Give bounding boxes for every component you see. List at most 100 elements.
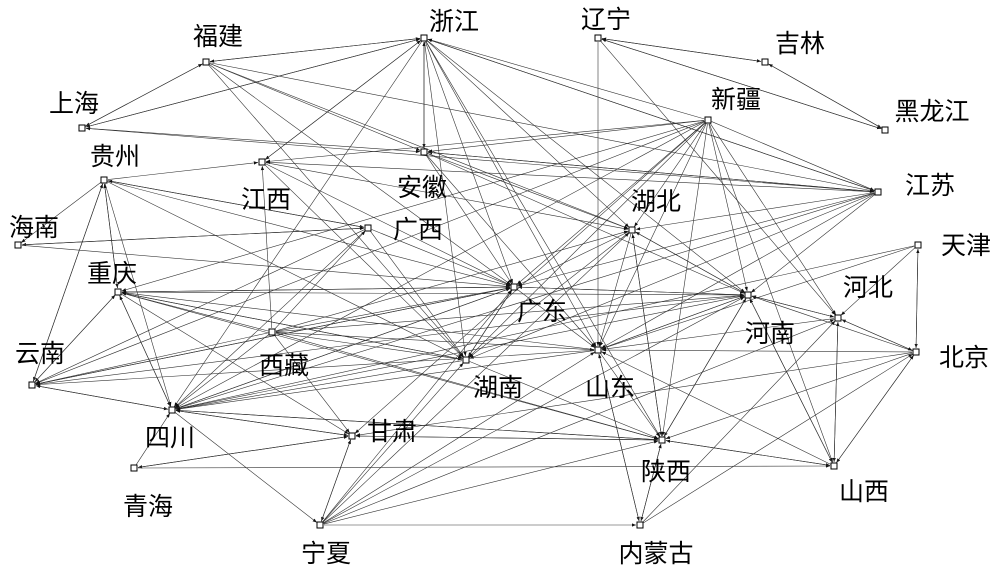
edge-jiangsu-shandong [601, 193, 875, 349]
node-qinghai: 青海 [123, 464, 173, 521]
edge-hunan-guangdong [467, 290, 513, 357]
node-marker [594, 34, 602, 42]
edge-guizhou-hunan [107, 181, 463, 359]
edge-fujian-jiangsu [209, 62, 875, 193]
node-marker [594, 346, 602, 354]
edge-xizang-jiangxi [260, 165, 273, 329]
node-marker [348, 432, 356, 440]
node-anhui: 安徽 [397, 148, 447, 202]
node-label: 安徽 [397, 173, 447, 202]
node-marker [100, 176, 108, 184]
edge-xinjiang-anhui [427, 120, 705, 153]
edge-shaanxi-hubei [631, 233, 662, 437]
edge-beijing-shandong [601, 348, 913, 353]
edge-xizang-sichuan [174, 334, 270, 408]
edge-qinghai-shanxi [137, 464, 831, 469]
node-marker [420, 34, 428, 42]
edge-shanghai-fujian [85, 63, 203, 127]
edge-xizang-hunan [275, 332, 463, 361]
node-hubei: 湖北 [628, 187, 681, 234]
edge-neimenggu-shandong [598, 353, 640, 522]
edge-henan-hubei [635, 231, 745, 294]
edge-henan-hebei [751, 295, 835, 318]
edge-xizang-henan [275, 293, 745, 332]
node-marker [420, 148, 428, 156]
edge-xizang-guangxi [274, 230, 366, 330]
node-xinjiang: 新疆 [704, 85, 761, 124]
edge-shanxi-hebei [833, 321, 840, 463]
edge-ningxia-hunan [322, 362, 464, 523]
node-marker [912, 348, 920, 356]
edge-hubei-guangdong [517, 231, 629, 286]
edge-ningxia-hebei [323, 319, 835, 524]
edge-ningxia-gansu [321, 439, 351, 522]
node-label: 内蒙古 [618, 539, 693, 568]
edge-shandong-sichuan [175, 350, 595, 411]
edge-hainan-guangxi [21, 226, 365, 246]
edge-yunnan-chongqing [34, 294, 116, 383]
edge-chongqing-shaanxi [121, 292, 659, 440]
edge-hubei-shandong [598, 233, 632, 347]
edge-chongqing-gansu [121, 293, 349, 435]
node-marker [704, 116, 712, 124]
node-marker [830, 462, 838, 470]
edge-xinjiang-shandong [599, 123, 707, 347]
edge-anhui-henan [427, 153, 745, 294]
edge-xinjiang-yunnan [35, 121, 705, 384]
edge-ningxia-shandong [323, 351, 595, 524]
edge-jiangxi-guangdong [265, 163, 511, 286]
node-shanghai: 上海 [49, 89, 99, 132]
edge-xinjiang-hunan [468, 122, 706, 358]
edge-xinjiang-zhejiang [427, 38, 705, 120]
edge-jiangsu-guangdong [517, 192, 875, 287]
node-sichuan: 四川 [145, 406, 195, 452]
node-marker [510, 283, 518, 291]
edge-shanghai-anhui [85, 127, 421, 154]
node-label: 四川 [145, 423, 195, 452]
edge-shanxi-henan [749, 298, 833, 463]
edge-henan-chongqing [121, 290, 745, 296]
edge-yunnan-guizhou [33, 183, 103, 382]
node-hainan: 海南 [9, 213, 59, 249]
edge-tianjin-sichuan [175, 245, 915, 410]
node-label: 云南 [15, 339, 65, 368]
edge-xinjiang-shaanxi [661, 123, 708, 437]
node-label: 西藏 [259, 351, 309, 380]
edge-beijing-tianjin [915, 248, 920, 349]
node-label: 青海 [123, 492, 173, 521]
node-label: 宁夏 [301, 539, 351, 568]
edge-jiangxi-hunan [264, 164, 464, 358]
edge-neimenggu-hebei [642, 320, 836, 523]
edge-shanghai-zhejiang [85, 38, 421, 128]
edge-xinjiang-gansu [354, 122, 706, 434]
node-jiangxi: 江西 [241, 158, 291, 214]
edge-anhui-guangdong [425, 155, 513, 284]
edge-shaanxi-gansu [355, 434, 659, 441]
node-label: 海南 [9, 213, 59, 242]
edge-zhejiang-fujian [209, 38, 421, 63]
edge-heilongjiang-liaoning [601, 38, 882, 130]
edge-xizang-shandong [275, 331, 595, 352]
node-heilongjiang: 黑龙江 [881, 97, 970, 134]
node-label: 广东 [517, 297, 567, 326]
edge-guangxi-guangdong [371, 229, 511, 286]
edge-shandong-henan [601, 296, 745, 349]
node-marker [914, 241, 922, 249]
edge-hainan-guangdong [21, 245, 511, 288]
node-shandong: 山东 [585, 346, 635, 402]
node-neimenggu: 内蒙古 [618, 521, 694, 568]
node-gansu: 甘肃 [348, 417, 417, 446]
edge-xizang-yunnan [35, 332, 269, 385]
edge-jilin-liaoning [601, 37, 762, 62]
node-label: 山东 [585, 373, 635, 402]
edge-xinjiang-hebei [709, 123, 837, 315]
edge-xizang-hubei [275, 230, 629, 332]
node-guangdong: 广东 [510, 283, 567, 326]
edge-shandong-yunnan [35, 349, 595, 387]
node-fujian: 福建 [193, 22, 243, 66]
edge-jiangsu-henan [750, 194, 876, 293]
node-marker [744, 291, 752, 299]
edge-heilongjiang-jilin [768, 63, 882, 129]
node-marker [761, 58, 769, 66]
edge-guizhou-hainan [21, 182, 101, 243]
